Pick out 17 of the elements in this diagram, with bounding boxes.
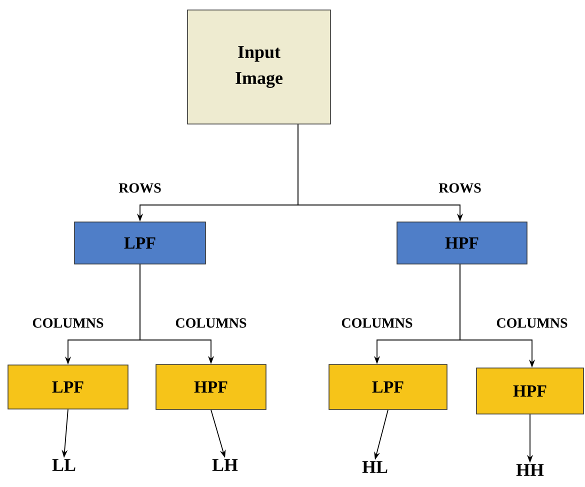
filter-box: LPF [8, 364, 128, 410]
output-label: LL [52, 459, 76, 471]
output-label: LH [212, 459, 238, 471]
edge-label: ROWS [118, 182, 162, 194]
output-label: HL [362, 461, 388, 473]
filter-box: HPF [156, 364, 266, 410]
edge-label: COLUMNS [340, 317, 414, 329]
filter-box: HPF [396, 222, 528, 264]
edge-label: ROWS [438, 182, 482, 194]
edge-label: COLUMNS [495, 317, 569, 329]
filter-box: LPF [328, 364, 448, 410]
filter-box: HPF [476, 368, 584, 414]
filter-box: LPF [74, 222, 206, 264]
edge-label: COLUMNS [31, 317, 105, 329]
edge-label: COLUMNS [174, 317, 248, 329]
input-box: Input Image [187, 10, 331, 124]
output-label: HH [516, 464, 544, 476]
